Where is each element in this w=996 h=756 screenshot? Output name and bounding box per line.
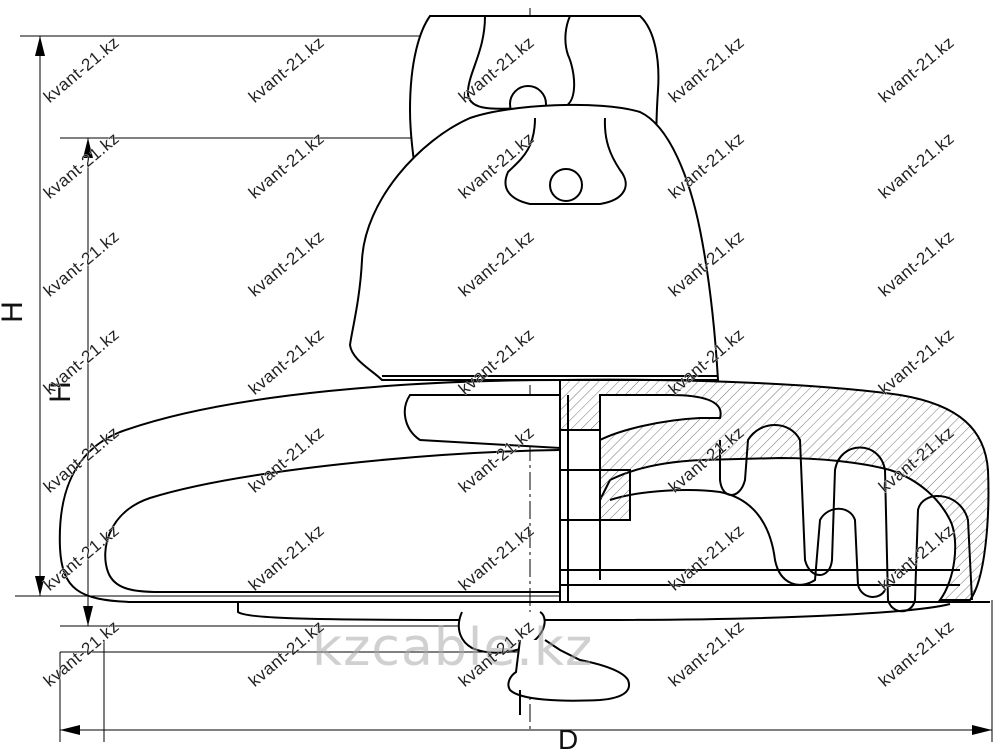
shed-section-hatched [559, 378, 990, 601]
dim-label-height-outer: H [0, 301, 30, 323]
shed-bottom-lip [237, 602, 951, 621]
cement-ring [403, 394, 561, 450]
shed-ribs-inner [609, 489, 886, 598]
pin-section [559, 395, 960, 602]
brand-watermark: kzcable.kz [312, 618, 594, 678]
pin-shank [507, 639, 630, 702]
insulator-shed-inner [104, 449, 561, 593]
cap-front-socket [504, 117, 627, 205]
dimension-arrows [35, 36, 992, 735]
cap-front-pin-hole [549, 168, 583, 202]
dim-label-diameter: D [558, 724, 579, 755]
insulator-shed-outer [58, 379, 561, 603]
shed-ribs [719, 424, 973, 613]
dimension-lines [15, 35, 993, 742]
cap-front [348, 103, 720, 381]
